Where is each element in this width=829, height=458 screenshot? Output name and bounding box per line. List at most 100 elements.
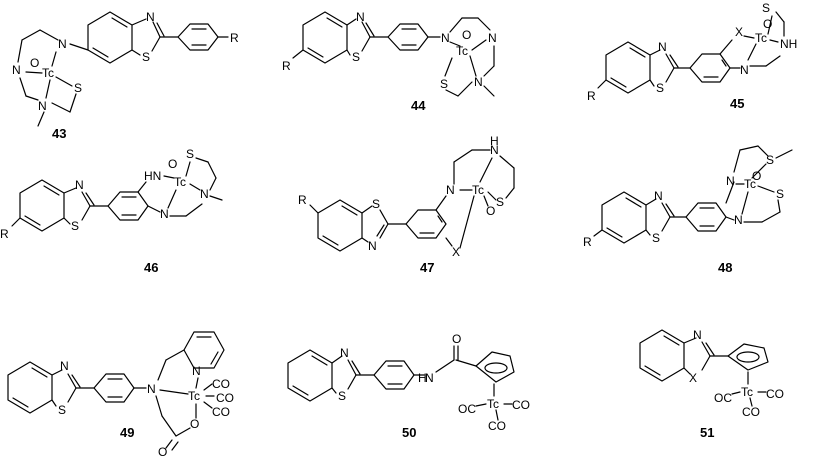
atom-x: X xyxy=(452,245,460,259)
benzene-ring xyxy=(317,199,363,252)
cyclopentadienyl-ring xyxy=(475,351,515,383)
atom-s: S xyxy=(74,81,82,95)
atom-r: R xyxy=(583,235,592,249)
benzene-ring xyxy=(87,11,133,64)
compound-44: N S R N N N S O Tc 44 xyxy=(282,10,497,113)
atom-s: S xyxy=(766,153,774,167)
atom-r: R xyxy=(282,59,291,73)
atom-n: N xyxy=(75,178,84,192)
atom-n: N xyxy=(726,174,735,188)
atom-s: S xyxy=(776,187,784,201)
atom-tc: Tc xyxy=(487,397,499,411)
benzene-ring xyxy=(302,11,348,64)
benzene-ring xyxy=(605,41,651,94)
atom-n: N xyxy=(658,40,667,54)
atom-oc: OC xyxy=(714,391,732,405)
atom-o: O xyxy=(763,17,772,31)
atom-n: N xyxy=(147,382,156,396)
compound-number: 46 xyxy=(144,260,158,275)
atom-s: S xyxy=(352,50,360,64)
atom-s: S xyxy=(58,403,66,417)
atom-n: N xyxy=(146,10,155,24)
atom-nh: NH xyxy=(780,37,797,51)
atom-n: N xyxy=(488,31,497,45)
atom-tc: Tc xyxy=(456,44,468,58)
compound-45: N S R X N NH S O Tc 45 xyxy=(587,1,797,111)
cyclopentadienyl-ring xyxy=(727,343,769,371)
atom-n: N xyxy=(425,371,434,385)
atom-n: N xyxy=(740,63,749,77)
compound-number: 43 xyxy=(52,126,66,141)
compound-number: 50 xyxy=(402,425,416,440)
phenyl-ring xyxy=(107,191,149,221)
benzene-ring xyxy=(601,191,647,244)
compound-number: 48 xyxy=(718,260,732,275)
atom-co: CO xyxy=(212,377,230,391)
atom-n: N xyxy=(693,328,702,342)
atom-s: S xyxy=(440,77,448,91)
atom-n: N xyxy=(474,75,483,89)
atom-n: N xyxy=(200,187,209,201)
atom-tc: Tc xyxy=(755,31,767,45)
atom-co: CO xyxy=(212,405,230,419)
atom-o: O xyxy=(190,417,199,431)
atom-n: N xyxy=(356,10,365,24)
atom-o: O xyxy=(486,204,495,218)
compound-number: 49 xyxy=(120,425,134,440)
atom-n: N xyxy=(490,143,499,157)
atom-n: N xyxy=(340,346,349,360)
atom-oc: OC xyxy=(458,402,476,416)
atom-o: O xyxy=(452,332,461,346)
benzene-ring xyxy=(19,179,65,232)
compound-50: N S N H O Tc OC CO CO 50 xyxy=(287,332,530,440)
atom-tc: Tc xyxy=(472,183,484,197)
atom-s: S xyxy=(186,147,194,161)
atom-n: N xyxy=(160,207,169,221)
atom-r: R xyxy=(298,193,307,207)
atom-co: CO xyxy=(216,391,234,405)
atom-tc: Tc xyxy=(42,66,54,80)
atom-x: X xyxy=(735,25,743,39)
atom-n: N xyxy=(734,213,743,227)
atom-o: O xyxy=(158,445,167,458)
compound-number: 51 xyxy=(700,425,714,440)
atom-tc: Tc xyxy=(744,177,756,191)
compound-number: 47 xyxy=(420,260,434,275)
phenyl-ring xyxy=(177,23,219,51)
atom-co: CO xyxy=(742,405,760,419)
atom-n: N xyxy=(58,37,67,51)
compound-47: S N R N X N H S Tc O 47 xyxy=(298,134,515,275)
phenyl-ring xyxy=(387,23,429,51)
atom-s: S xyxy=(656,81,664,95)
atom-s: S xyxy=(762,1,770,15)
compound-48: N S R N N S S O Tc 48 xyxy=(583,145,793,275)
atom-h: H xyxy=(490,134,499,148)
atom-s: S xyxy=(652,231,660,245)
compound-number: 45 xyxy=(730,96,744,111)
atom-co: CO xyxy=(766,387,784,401)
atom-co: CO xyxy=(488,419,506,433)
atom-o: O xyxy=(30,56,39,70)
phenyl-ring xyxy=(685,202,727,232)
atom-o: O xyxy=(752,169,761,183)
atom-s: S xyxy=(71,219,79,233)
atom-r: R xyxy=(0,227,9,241)
atom-s: S xyxy=(338,389,346,403)
atom-tc: Tc xyxy=(188,389,200,403)
atom-o: O xyxy=(168,157,177,171)
phenyl-ring xyxy=(93,373,135,403)
atom-n: N xyxy=(60,359,69,373)
atom-n: N xyxy=(654,189,663,203)
atom-n: N xyxy=(192,364,201,378)
atom-n: N xyxy=(368,239,377,253)
atom-n: N xyxy=(441,31,450,45)
atom-n: N xyxy=(446,183,455,197)
compound-43: N S R N N N S O Tc 43 xyxy=(12,10,239,141)
benzene-ring xyxy=(287,349,333,402)
benzene-ring xyxy=(7,361,53,414)
atom-o: O xyxy=(462,28,471,42)
atom-s: S xyxy=(372,197,380,211)
compound-49: N S N N O O Tc CO CO CO 49 xyxy=(7,331,234,458)
compound-51: N X Tc OC CO CO 51 xyxy=(639,328,784,440)
